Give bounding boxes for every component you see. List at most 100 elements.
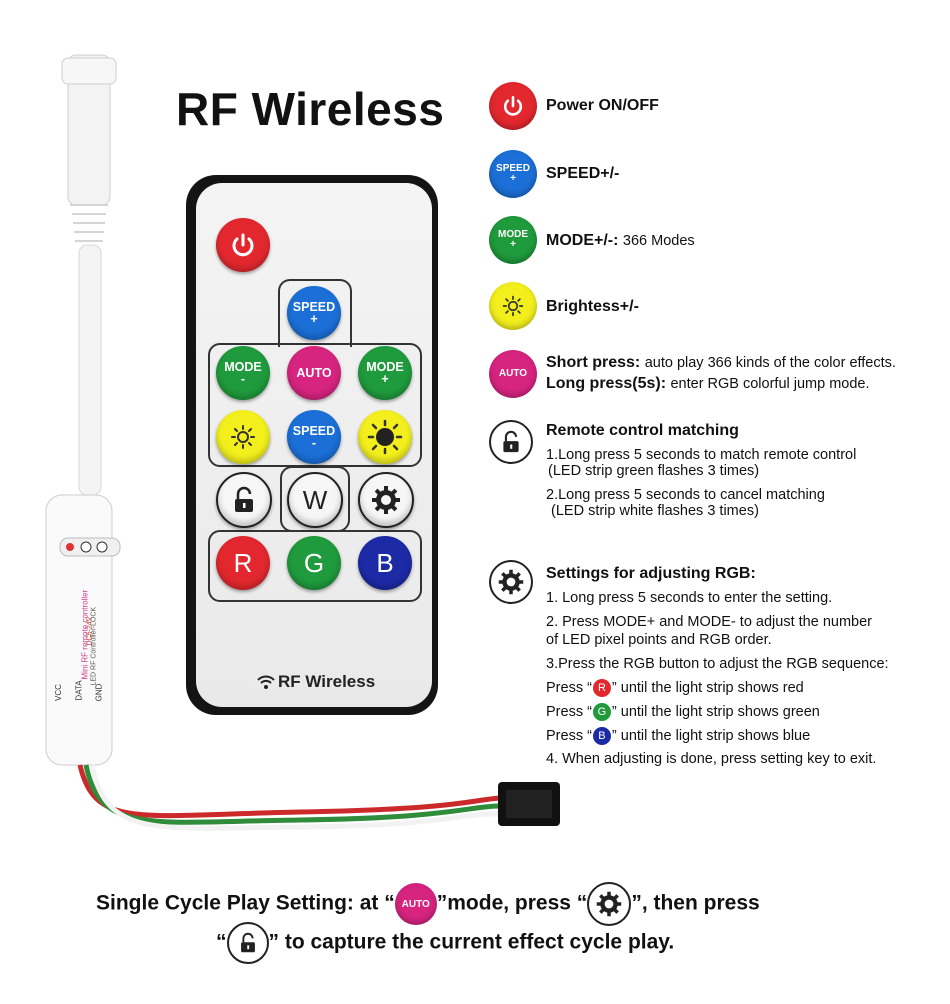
legend-press-b: Press “B” until the light strip shows bl… (546, 727, 810, 745)
legend-mode-icon-label: MODE (498, 229, 528, 240)
g-dot-icon: G (592, 703, 611, 721)
legend-auto-long-desc: enter RGB colorful jump mode. (670, 376, 870, 392)
remote-b-button[interactable]: B (358, 536, 412, 590)
legend-settings-3: 3.Press the RGB button to adjust the RGB… (546, 656, 889, 672)
controller-box (45, 494, 113, 766)
press-b-suffix: ” until the light strip shows blue (611, 727, 811, 744)
b-dot-icon: B (592, 727, 611, 745)
legend-match-title: Remote control matching (546, 422, 739, 439)
legend-auto-icon: AUTO (489, 350, 537, 398)
legend-auto-long: Long press(5s): enter RGB colorful jump … (546, 375, 870, 393)
gear-icon (498, 569, 524, 595)
legend-settings-2b: of LED pixel points and RGB order. (546, 632, 772, 648)
controller-illustration (45, 54, 560, 831)
remote-g-label: G (303, 547, 325, 578)
legend-auto-long-label: Long press(5s): (546, 375, 667, 392)
remote-mode-plus-sign: + (381, 372, 389, 386)
remote-speed-minus-label: SPEED (292, 424, 336, 438)
footer-line-2: “ ” to capture the current effect cycle … (216, 922, 674, 964)
press-r-suffix: ” until the light strip shows red (611, 679, 804, 696)
legend-auto-short-desc: auto play 366 kinds of the color effects… (644, 355, 896, 371)
press-b-prefix: Press “ (546, 727, 592, 744)
remote-settings-button[interactable] (358, 472, 414, 528)
controller-pin-vcc: VCC (53, 684, 63, 701)
legend-mode-text: MODE+/-: 366 Modes (546, 232, 695, 250)
power-icon (232, 233, 254, 257)
remote-brightness-minus-button[interactable] (216, 410, 270, 464)
sun-icon (502, 295, 524, 317)
footer-auto-label: AUTO (401, 898, 430, 910)
power-cable (78, 244, 102, 496)
legend-brightness-text: Brightess+/- (546, 298, 639, 315)
legend-gear-icon (489, 560, 533, 604)
lock-icon (235, 486, 253, 512)
remote-mode-minus-button[interactable]: MODE - (216, 346, 270, 400)
legend-match-2a: 2.Long press 5 seconds to cancel matchin… (546, 487, 825, 503)
remote-mode-plus-button[interactable]: MODE + (358, 346, 412, 400)
remote-power-button[interactable] (216, 218, 270, 272)
press-r-prefix: Press “ (546, 679, 592, 696)
remote-lock-button[interactable] (216, 472, 272, 528)
remote-auto-label: AUTO (296, 366, 332, 380)
footer-auto-icon: AUTO (394, 883, 437, 925)
footer-l1-b: ”mode, press “ (436, 891, 588, 915)
legend-mode-icon: MODE + (489, 216, 537, 264)
legend-brightness-icon (489, 282, 537, 330)
remote-r-button[interactable]: R (216, 536, 270, 590)
press-g-prefix: Press “ (546, 703, 592, 720)
power-icon (503, 96, 523, 116)
legend-auto-short-label: Short press: (546, 354, 641, 371)
legend-press-g: Press “G” until the light strip shows gr… (546, 703, 820, 721)
footer-l2-a: “ (216, 930, 227, 954)
legend-match-1a: 1.Long press 5 seconds to match remote c… (546, 447, 857, 463)
legend-match-1b: (LED strip green flashes 3 times) (548, 463, 760, 479)
footer-l1-a: Single Cycle Play Setting: at “ (96, 891, 395, 915)
gear-icon (597, 891, 622, 917)
legend-match-2b: (LED strip white flashes 3 times) (551, 503, 759, 519)
remote-speed-plus-label: SPEED (292, 300, 336, 314)
sun-small-icon (231, 425, 255, 449)
legend-settings-1: 1. Long press 5 seconds to enter the set… (546, 590, 833, 606)
remote-rf-label: RF Wireless (278, 672, 376, 691)
legend-mode-icon-sign: + (510, 239, 516, 250)
remote-auto-button[interactable]: AUTO (287, 346, 341, 400)
ribbon-wire (77, 764, 501, 819)
legend-settings-2a: 2. Press MODE+ and MODE- to adjust the n… (546, 614, 872, 630)
press-g-suffix: ” until the light strip shows green (611, 703, 820, 720)
remote-groove-top (278, 279, 352, 347)
controller-pin-data: DATA (74, 680, 84, 701)
controller-pin-gnd: GND (94, 683, 104, 702)
footer-gear-icon (587, 882, 632, 926)
footer-lock-icon (226, 922, 269, 964)
legend-power-icon (489, 82, 537, 130)
remote-mode-plus-label: MODE (366, 360, 404, 374)
remote-w-label: W (302, 484, 328, 515)
remote-w-button[interactable]: W (287, 472, 343, 528)
wifi-icon (257, 675, 275, 689)
controller-label-line3: DC5-24V (86, 616, 94, 646)
footer-l2-b: ” to capture the current effect cycle pl… (268, 930, 675, 954)
legend-speed-icon-label: SPEED (496, 163, 530, 174)
legend-auto-icon-label: AUTO (498, 368, 528, 379)
lock-icon (503, 430, 519, 453)
sun-large-icon (367, 419, 403, 455)
remote-r-label: R (233, 547, 253, 578)
remote-speed-plus-button[interactable]: SPEED + (287, 286, 341, 340)
footer-line-1: Single Cycle Play Setting: at “ AUTO ”mode… (96, 882, 760, 926)
legend-auto-short: Short press: auto play 366 kinds of the … (546, 354, 896, 372)
page-title: RF Wireless (176, 83, 445, 135)
legend-mode-label: MODE+/-: (546, 232, 619, 249)
legend-settings-title: Settings for adjusting RGB: (546, 565, 756, 582)
legend-mode-desc: 366 Modes (622, 233, 695, 249)
legend-settings-4: 4. When adjusting is done, press setting… (546, 751, 877, 767)
remote-g-button[interactable]: G (287, 536, 341, 590)
r-dot-icon: R (592, 679, 611, 697)
remote-brightness-plus-button[interactable] (358, 410, 412, 464)
legend-speed-text: SPEED+/- (546, 165, 620, 182)
legend-press-r: Press “R” until the light strip shows re… (546, 679, 804, 697)
remote-mode-minus-label: MODE (224, 360, 262, 374)
lock-icon (240, 932, 255, 953)
remote-speed-plus-sign: + (310, 312, 318, 326)
gear-icon (372, 486, 400, 514)
remote-speed-minus-button[interactable]: SPEED - (287, 410, 341, 464)
